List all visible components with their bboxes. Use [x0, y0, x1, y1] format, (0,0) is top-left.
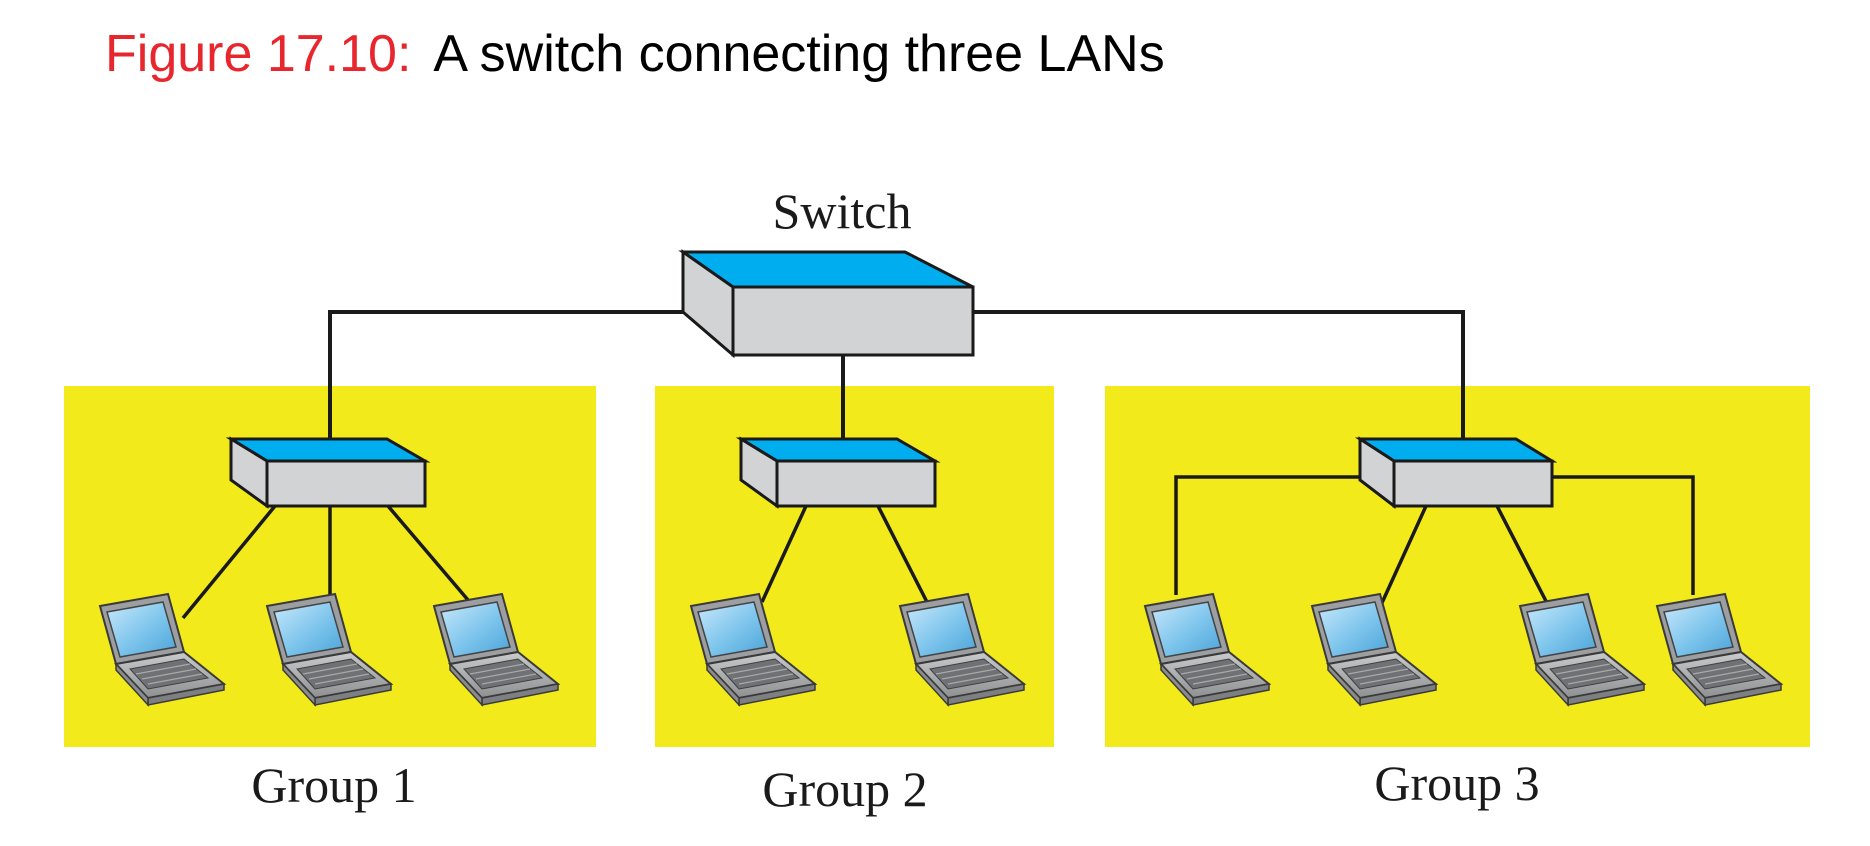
backbone-links: [328, 310, 1465, 440]
group-2-switch-icon: [735, 436, 941, 509]
figure-number: Figure 17.10:: [105, 25, 412, 83]
main-switch-icon: [678, 249, 975, 359]
figure-title: Figure 17.10: A switch connecting three L…: [105, 22, 1165, 86]
group-3-switch-icon: [1354, 436, 1558, 510]
group-label: Group 3: [1374, 755, 1539, 811]
group-label: Group 1: [251, 757, 416, 813]
group-label: Group 2: [762, 761, 927, 817]
group-1-switch-icon: [225, 436, 431, 509]
switch-label: Switch: [773, 183, 912, 239]
lan-links: [181, 475, 1695, 620]
figure-caption: A switch connecting three LANs: [433, 25, 1165, 83]
